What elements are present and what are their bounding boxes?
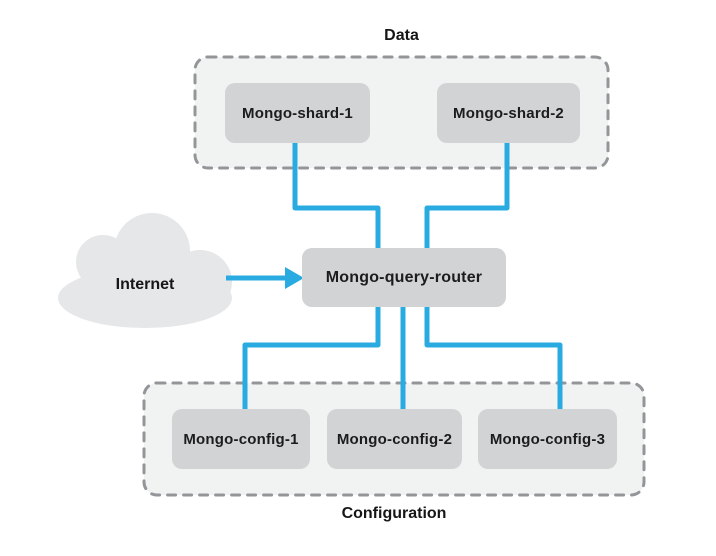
node-mongo-shard-1: Mongo-shard-1	[225, 83, 370, 143]
connector-router-config1	[242, 305, 381, 411]
arrow-internet-router	[226, 267, 304, 289]
connector-router-config3	[424, 305, 563, 411]
node-mongo-config-2: Mongo-config-2	[327, 409, 462, 469]
node-mongo-config-1: Mongo-config-1	[172, 409, 310, 469]
internet-label: Internet	[115, 276, 175, 293]
node-mongo-shard-2: Mongo-shard-2	[437, 83, 580, 143]
node-mongo-config-3: Mongo-config-3	[478, 409, 617, 469]
data-group-label: Data	[384, 27, 419, 44]
internet-cloud-icon	[58, 213, 232, 328]
connector-shard2-router	[424, 141, 510, 250]
configuration-group-label: Configuration	[341, 505, 447, 522]
node-mongo-query-router: Mongo-query-router	[302, 248, 506, 307]
connector-shard1-router	[292, 141, 381, 250]
